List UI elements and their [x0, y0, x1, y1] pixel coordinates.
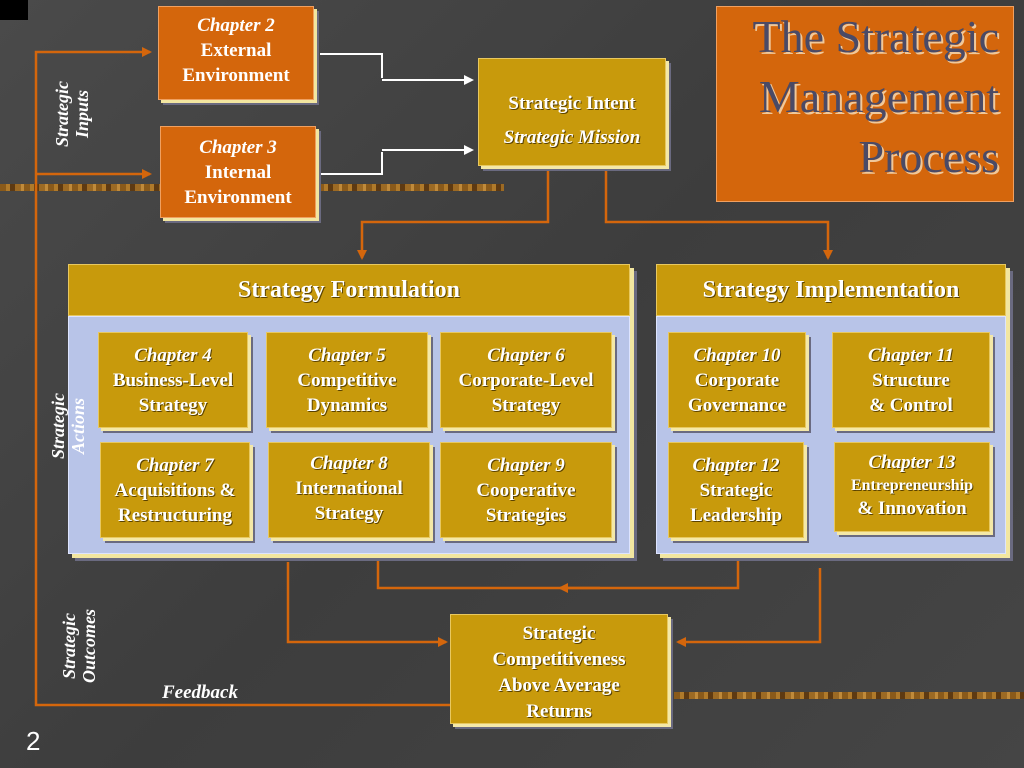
box-line: Returns	[526, 701, 592, 722]
strategic-outcomes-label: Strategic Outcomes	[59, 591, 99, 701]
box-line: Strategy	[138, 395, 208, 416]
box-line: Competitive	[297, 370, 397, 391]
strategic-inputs-label: Strategic Inputs	[52, 64, 92, 164]
box-line: Strategic	[699, 480, 773, 501]
chapter-label: Chapter 13	[868, 452, 956, 473]
box-line: Business-Level	[112, 370, 234, 391]
strategic-actions-label: Strategic Actions	[48, 376, 88, 476]
side-label-line: Strategic	[52, 81, 72, 147]
page-number: 2	[26, 726, 41, 756]
external-environment-box: Chapter 2 External Environment	[158, 6, 314, 100]
decorative-band	[0, 184, 160, 191]
decorative-band	[318, 184, 504, 191]
chapter-label: Chapter 3	[199, 137, 277, 158]
side-label-line: Inputs	[72, 89, 92, 139]
chapter-11-box: Chapter 11 Structure & Control	[832, 332, 990, 428]
side-label-line: Strategic	[59, 613, 79, 679]
chapter-label: Chapter 10	[693, 345, 781, 366]
box-line: Acquisitions &	[114, 480, 236, 501]
box-line: Cooperative	[476, 480, 576, 501]
box-line: Entrepreneurship	[850, 477, 974, 494]
chapter-5-box: Chapter 5 Competitive Dynamics	[266, 332, 428, 428]
box-line: Strategy	[491, 395, 561, 416]
decorative-band	[674, 692, 1024, 699]
strategic-intent-label: Strategic Intent	[508, 93, 636, 114]
box-line: External	[200, 40, 272, 61]
chapter-label: Chapter 4	[134, 345, 212, 366]
side-label-line: Outcomes	[79, 609, 99, 683]
box-line: Corporate	[694, 370, 780, 391]
box-line: Structure	[872, 370, 950, 391]
internal-environment-box: Chapter 3 Internal Environment	[160, 126, 316, 218]
box-line: Environment	[182, 65, 290, 86]
strategy-implementation-heading: Strategy Implementation	[656, 264, 1006, 316]
box-line: Competitiveness	[492, 649, 626, 670]
title-line-2: Management	[758, 71, 999, 122]
box-line: Leadership	[690, 505, 782, 526]
feedback-label: Feedback	[162, 682, 238, 703]
chapter-6-box: Chapter 6 Corporate-Level Strategy	[440, 332, 612, 428]
chapter-7-box: Chapter 7 Acquisitions & Restructuring	[100, 442, 250, 538]
chapter-label: Chapter 12	[692, 455, 780, 476]
box-line: Strategy	[314, 503, 384, 524]
chapter-8-box: Chapter 8 International Strategy	[268, 442, 430, 538]
chapter-label: Chapter 6	[487, 345, 565, 366]
chapter-label: Chapter 8	[310, 453, 388, 474]
box-line: & Innovation	[857, 498, 967, 519]
title-line-1: The Strategic	[752, 11, 999, 62]
box-line: & Control	[869, 395, 953, 416]
strategic-mission-label: Strategic Mission	[503, 127, 641, 148]
box-line: Above Average	[498, 675, 620, 696]
chapter-label: Chapter 7	[136, 455, 214, 476]
box-line: Governance	[687, 395, 787, 416]
strategic-competitiveness-box: Strategic Competitiveness Above Average …	[450, 614, 668, 724]
side-label-line: Strategic	[48, 393, 68, 459]
chapter-label: Chapter 5	[308, 345, 386, 366]
side-label-line: Actions	[68, 398, 88, 455]
slide-title: The Strategic Management Process	[716, 6, 1014, 202]
box-line: Strategies	[485, 505, 567, 526]
title-line-3: Process	[858, 131, 999, 182]
box-line: Corporate-Level	[458, 370, 594, 391]
corner-block	[0, 0, 28, 20]
strategic-intent-box: Strategic Intent Strategic Mission	[478, 58, 666, 166]
chapter-label: Chapter 9	[487, 455, 565, 476]
chapter-4-box: Chapter 4 Business-Level Strategy	[98, 332, 248, 428]
chapter-label: Chapter 11	[867, 345, 955, 366]
chapter-13-box: Chapter 13 Entrepreneurship & Innovation	[834, 442, 990, 532]
box-line: Internal	[204, 162, 272, 183]
box-line: International	[295, 478, 403, 499]
chapter-label: Chapter 2	[197, 15, 275, 36]
box-line: Strategic	[522, 623, 596, 644]
chapter-9-box: Chapter 9 Cooperative Strategies	[440, 442, 612, 538]
box-line: Environment	[184, 187, 292, 208]
chapter-10-box: Chapter 10 Corporate Governance	[668, 332, 806, 428]
strategy-formulation-heading: Strategy Formulation	[68, 264, 630, 316]
box-line: Restructuring	[118, 505, 232, 526]
box-line: Dynamics	[306, 395, 388, 416]
chapter-12-box: Chapter 12 Strategic Leadership	[668, 442, 804, 538]
